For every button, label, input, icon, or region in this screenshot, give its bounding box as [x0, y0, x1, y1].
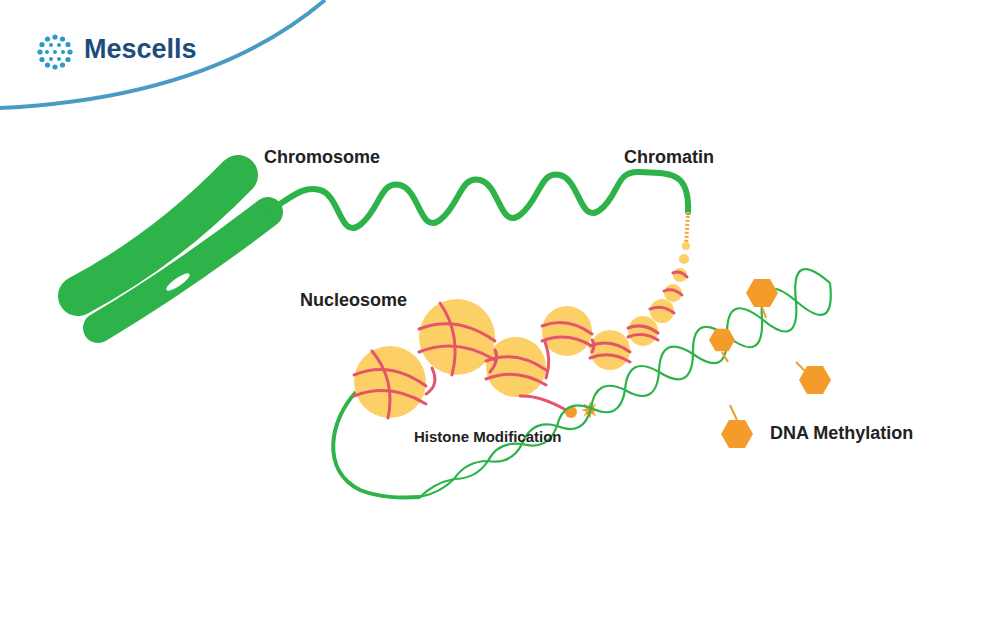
logo-dot	[45, 36, 50, 41]
logo-text: Mescells	[84, 33, 197, 65]
linker-wrap	[426, 368, 435, 394]
part-label: Nucleosome	[300, 290, 407, 312]
methyl-stem	[722, 352, 728, 362]
part-label: Chromosome	[264, 147, 380, 169]
logo-icon	[37, 34, 72, 69]
dna-wrap	[354, 370, 426, 386]
logo-dot	[57, 43, 61, 47]
dna-wrap	[440, 303, 455, 375]
methyl-groups	[709, 279, 831, 448]
dna-wrap	[628, 335, 658, 340]
logo-dot	[57, 57, 61, 61]
nucleosome-beads	[354, 242, 690, 418]
dna-strand	[420, 269, 830, 497]
dna-wrap	[542, 322, 592, 334]
linker-wrap	[490, 350, 497, 372]
logo-dot	[53, 50, 57, 54]
methyl-stem	[730, 405, 737, 420]
nucleosome-bead	[682, 242, 690, 250]
dna-wrap	[628, 326, 658, 333]
nucleosome-bead	[590, 330, 630, 370]
dna-strand	[420, 283, 831, 497]
methyl-stems	[722, 307, 806, 420]
centromere-notch	[164, 271, 192, 294]
corner-arc	[0, 0, 325, 108]
dna-wrap	[419, 346, 495, 360]
logo-dot	[60, 36, 65, 41]
linker-wrap	[545, 342, 549, 378]
logo-dot	[45, 62, 50, 67]
histone-tail	[520, 396, 566, 410]
logo-dot	[52, 64, 57, 69]
nucleosome-bead	[673, 268, 687, 282]
nucleosome-bead	[664, 284, 682, 302]
logo-dot	[60, 62, 65, 67]
nucleosome-bead	[354, 346, 426, 418]
methyl-hexagon	[721, 420, 753, 448]
nucleosome-bead	[419, 299, 495, 375]
logo-dot	[61, 50, 65, 54]
chromatin-fiber	[262, 172, 688, 228]
methyl-hexagon	[799, 366, 831, 394]
nucleosome-bead	[628, 316, 658, 346]
logo-dot	[39, 42, 44, 47]
linker-wrap	[592, 340, 594, 352]
nucleosome-bead	[679, 254, 689, 264]
logo-dot	[65, 57, 70, 62]
dna-wrap	[664, 290, 682, 295]
dna-wrap	[419, 324, 495, 341]
logo-dot	[49, 57, 53, 61]
dna-wrap	[542, 337, 592, 346]
nucleosome-bead	[542, 306, 592, 356]
dna-wrap	[590, 343, 630, 352]
logo-dot	[39, 57, 44, 62]
part-label: Chromatin	[624, 147, 714, 169]
dna-wrap	[650, 307, 674, 313]
nucleosome-bead	[486, 337, 546, 397]
nucleosome-bead	[650, 299, 674, 323]
part-label: Histone Modification	[414, 428, 562, 446]
methyl-hexagon	[709, 329, 735, 352]
dna-wrap	[673, 272, 687, 277]
dna-wrap	[372, 351, 390, 418]
logo-dot	[67, 49, 72, 54]
logo-dot	[37, 49, 42, 54]
chromatid	[98, 212, 268, 328]
dna-wrap	[590, 355, 630, 362]
logo-dot	[49, 43, 53, 47]
logo-dot	[52, 34, 57, 39]
methyl-hexagon	[746, 279, 778, 307]
methyl-stem	[762, 307, 766, 318]
fiber-transition	[686, 212, 688, 245]
dna-wrap	[486, 374, 546, 385]
logo-dot	[65, 42, 70, 47]
logo-dot	[45, 50, 49, 54]
part-label: DNA Methylation	[770, 423, 913, 445]
